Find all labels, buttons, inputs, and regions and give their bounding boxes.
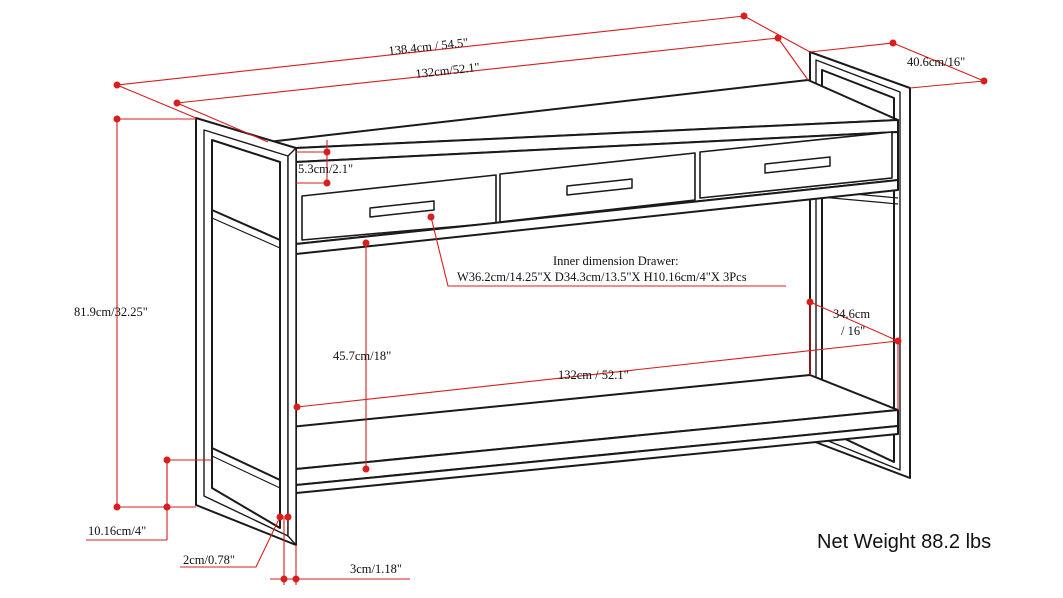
drawer-front-height-label: 5.3cm/2.1" — [298, 162, 353, 176]
depth-label: 40.6cm/16" — [907, 55, 965, 69]
net-weight-label: Net Weight 88.2 lbs — [817, 531, 991, 553]
console-table — [195, 51, 911, 546]
shelf-clearance-label: 45.7cm/18" — [333, 349, 391, 363]
top-length-label: 132cm/52.1" — [415, 60, 481, 81]
depth-line — [892, 42, 985, 82]
leg-thickness-2cm-line — [180, 516, 281, 568]
bottom-clearance-label: 10.16cm/4" — [88, 524, 146, 538]
shelf-depth-line — [809, 301, 899, 342]
dimension-labels: 138.4cm / 54.5" 132cm/52.1" 40.6cm/16" 5… — [74, 35, 965, 576]
lower-shelf — [209, 374, 899, 495]
shelf-length-label: 132cm / 52.1" — [558, 368, 629, 382]
shelf-depth-label-line2: / 16" — [841, 324, 865, 338]
overall-length-label: 138.4cm / 54.5" — [388, 35, 469, 58]
drawer-note-line2: W36.2cm/14.25"X D34.3cm/13.5"X H10.16cm/… — [457, 270, 747, 284]
dimension-lines — [86, 12, 988, 585]
drawer-handles — [369, 156, 831, 218]
overall-length-line — [116, 15, 745, 86]
top-length-line — [176, 37, 779, 104]
shelf-length-line — [296, 340, 899, 408]
shelf-depth-label-line1: 34.6cm — [833, 307, 870, 321]
drawer-note-line1: Inner dimension Drawer: — [553, 254, 679, 268]
leg-thickness-2cm-label: 2cm/0.78" — [183, 553, 235, 567]
drawer-callout-line — [430, 216, 786, 287]
total-height-label: 81.9cm/32.25" — [74, 305, 148, 319]
leg-thickness-3cm-label: 3cm/1.18" — [350, 562, 402, 576]
left-leg-frame — [195, 117, 297, 546]
